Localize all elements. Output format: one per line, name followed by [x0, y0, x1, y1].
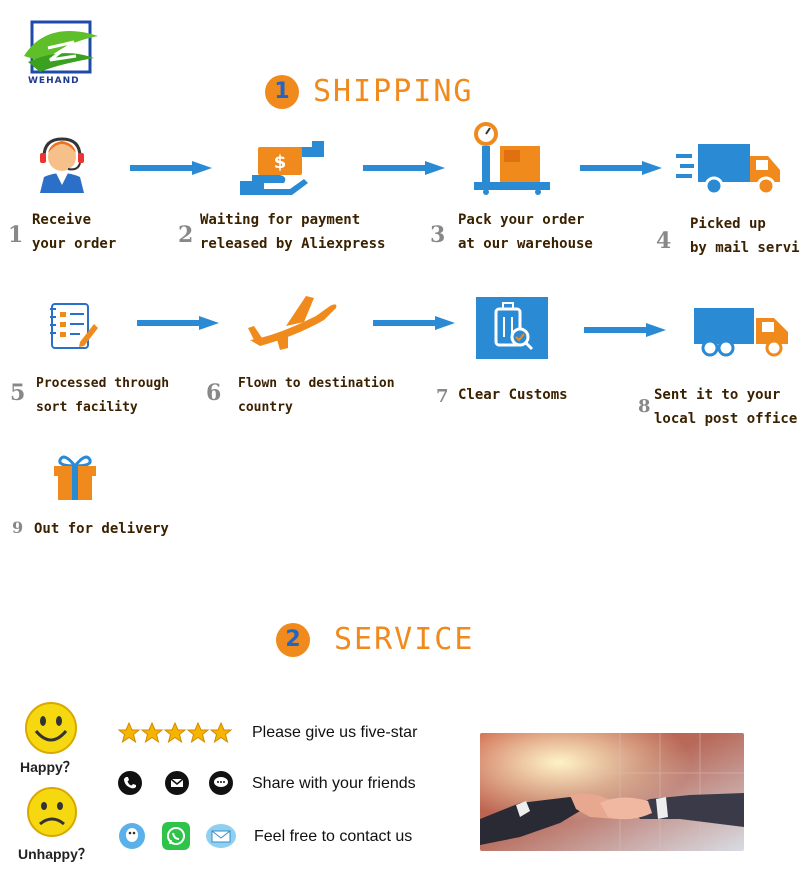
step-label: Flown to destination country: [238, 376, 395, 415]
svg-text:$: $: [274, 152, 287, 173]
step-number: 6: [206, 380, 222, 406]
mail-icon[interactable]: [165, 771, 189, 795]
message-icon[interactable]: [204, 822, 238, 850]
step-number: 1: [8, 222, 24, 248]
step-label: Pack your order at our warehouse: [458, 212, 593, 252]
flow-arrow: [580, 160, 662, 175]
flow-arrow: [130, 160, 212, 175]
flow-arrow: [373, 315, 455, 330]
whatsapp-icon[interactable]: [162, 822, 190, 850]
flow-arrow: [137, 315, 219, 330]
step-label: Out for delivery: [34, 521, 169, 537]
service-section-header: 2 SERVICE: [276, 622, 474, 657]
section-number: 2: [276, 622, 310, 657]
shipping-section-header: 1 SHIPPING: [265, 74, 474, 109]
happy-face-icon: [24, 701, 78, 755]
gift-icon: [52, 452, 98, 502]
step-label: Waiting for payment released by Aliexpre…: [200, 212, 386, 252]
brand-name: WEHAND: [28, 76, 80, 86]
flow-arrow: [584, 322, 666, 337]
step-label: Receive your order: [32, 212, 117, 252]
section-title: SERVICE: [334, 622, 475, 657]
checklist-icon: [46, 300, 98, 350]
payment-icon: $: [240, 137, 324, 197]
five-star-icon: [117, 721, 234, 744]
truck-icon: [692, 304, 792, 358]
step-number: 7: [436, 386, 449, 407]
phone-icon[interactable]: [118, 771, 142, 795]
service-line: Share with your friends: [252, 775, 416, 792]
qq-icon[interactable]: [118, 822, 146, 850]
section-number: 1: [265, 74, 299, 109]
unhappy-face-icon: [26, 786, 78, 838]
unhappy-label: Unhappy？: [18, 846, 92, 862]
step-number: 4: [656, 228, 672, 254]
customer-service-icon: [34, 133, 90, 193]
warehouse-scale-icon: [470, 120, 552, 196]
service-line: Feel free to contact us: [254, 828, 413, 845]
step-label: Clear Customs: [458, 387, 568, 403]
step-number: 9: [12, 518, 24, 537]
delivery-truck-icon: [676, 140, 784, 198]
handshake-photo: [480, 733, 744, 851]
happy-label: Happy？: [20, 759, 77, 775]
step-label: Processed through sort facility: [36, 376, 170, 415]
step-label: Sent it to your local post office: [654, 387, 798, 427]
step-number: 2: [178, 222, 194, 248]
step-number: 5: [10, 380, 26, 406]
airplane-icon: [246, 296, 340, 350]
step-number: 3: [430, 222, 446, 248]
customs-luggage-icon: [476, 297, 548, 359]
step-label: Picked up by mail service: [690, 216, 800, 256]
service-line: Please give us five-star: [252, 724, 418, 741]
step-number: 8: [638, 396, 651, 417]
section-title: SHIPPING: [313, 74, 474, 109]
flow-arrow: [363, 160, 445, 175]
chat-icon[interactable]: [209, 771, 233, 795]
brand-logo: [20, 18, 102, 88]
